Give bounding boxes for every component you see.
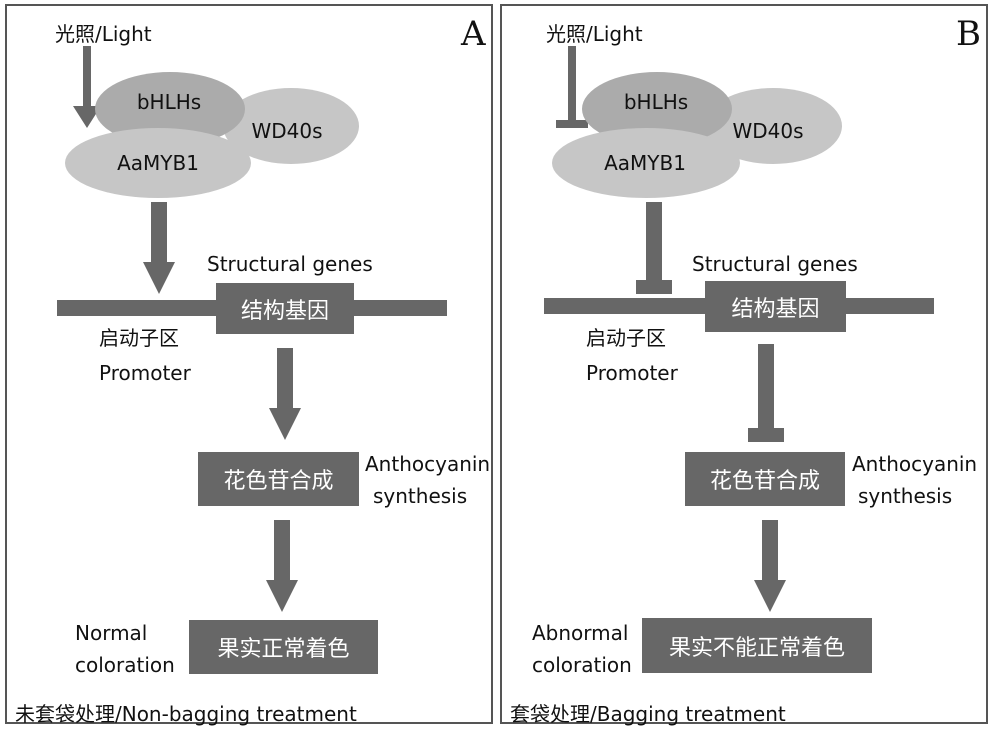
anthocyanin-synthesis-box: 花色苷合成 [685,452,845,506]
fruit-coloration-box: 果实不能正常着色 [642,618,872,673]
synthesis-arrow-head [754,580,786,612]
aamyb1-label: AaMYB1 [117,151,199,175]
anthocyanin-synthesis-box: 花色苷合成 [198,452,359,506]
synthesis-arrow-shaft [762,520,778,582]
result-en-label-2: coloration [532,653,632,677]
genes-inhibit-shaft [758,344,774,430]
aamyb1-ellipse [552,128,740,198]
synthesis-arrow-head [266,580,298,612]
aamyb1-label: AaMYB1 [604,151,686,175]
synthesis-arrow-shaft [274,520,290,582]
panel-b-footer: 套袋处理/Bagging treatment [510,702,786,726]
panel-a-non-bagging: A 光照/Light bHLHs WD40s AaMYB1 Structural… [5,4,493,726]
complex-arrow-shaft [151,202,167,264]
genes-arrow-head [269,408,301,440]
panel-letter-b: B [956,14,981,54]
complex-arrow-head [143,262,175,294]
bhlh-label: bHLHs [623,90,689,114]
fruit-coloration-box: 果实正常着色 [189,620,378,674]
structural-genes-box: 结构基因 [216,283,354,334]
genes-inhibit-bar [748,428,784,442]
light-label: 光照/Light [55,22,152,46]
synthesis-en-label-1: Anthocyanin [365,452,491,476]
panel-a-footer: 未套袋处理/Non-bagging treatment [15,702,357,726]
promoter-en-label: Promoter [99,361,191,385]
result-en-label-1: Normal [75,621,148,645]
promoter-en-label: Promoter [586,361,678,385]
aamyb1-ellipse [65,128,251,198]
promoter-cn-label: 启动子区 [99,326,179,350]
structural-genes-label: Structural genes [207,252,373,276]
bhlh-label: bHLHs [136,90,202,114]
synthesis-en-label-2: synthesis [373,484,468,508]
complex-inhibit-bar [636,280,672,294]
result-en-label-2: coloration [75,653,175,677]
synthesis-en-label-2: synthesis [858,484,953,508]
panel-letter-a: A [461,14,486,54]
light-inhibit-bar [556,120,588,128]
structural-genes-label: Structural genes [692,252,858,276]
structural-genes-box: 结构基因 [705,281,846,332]
complex-inhibit-shaft [646,202,662,282]
panel-b-bagging: B 光照/Light bHLHs WD40s AaMYB1 Structural… [500,4,988,726]
wd40-label: WD40s [251,119,323,143]
synthesis-en-label-1: Anthocyanin [852,452,978,476]
light-arrow-head [73,106,101,128]
result-en-label-1: Abnormal [532,621,629,645]
genes-arrow-shaft [277,348,293,410]
light-arrow-shaft [83,46,91,108]
promoter-cn-label: 启动子区 [586,326,666,350]
light-label: 光照/Light [546,22,643,46]
light-inhibit-shaft [568,46,576,122]
wd40-label: WD40s [732,119,804,143]
